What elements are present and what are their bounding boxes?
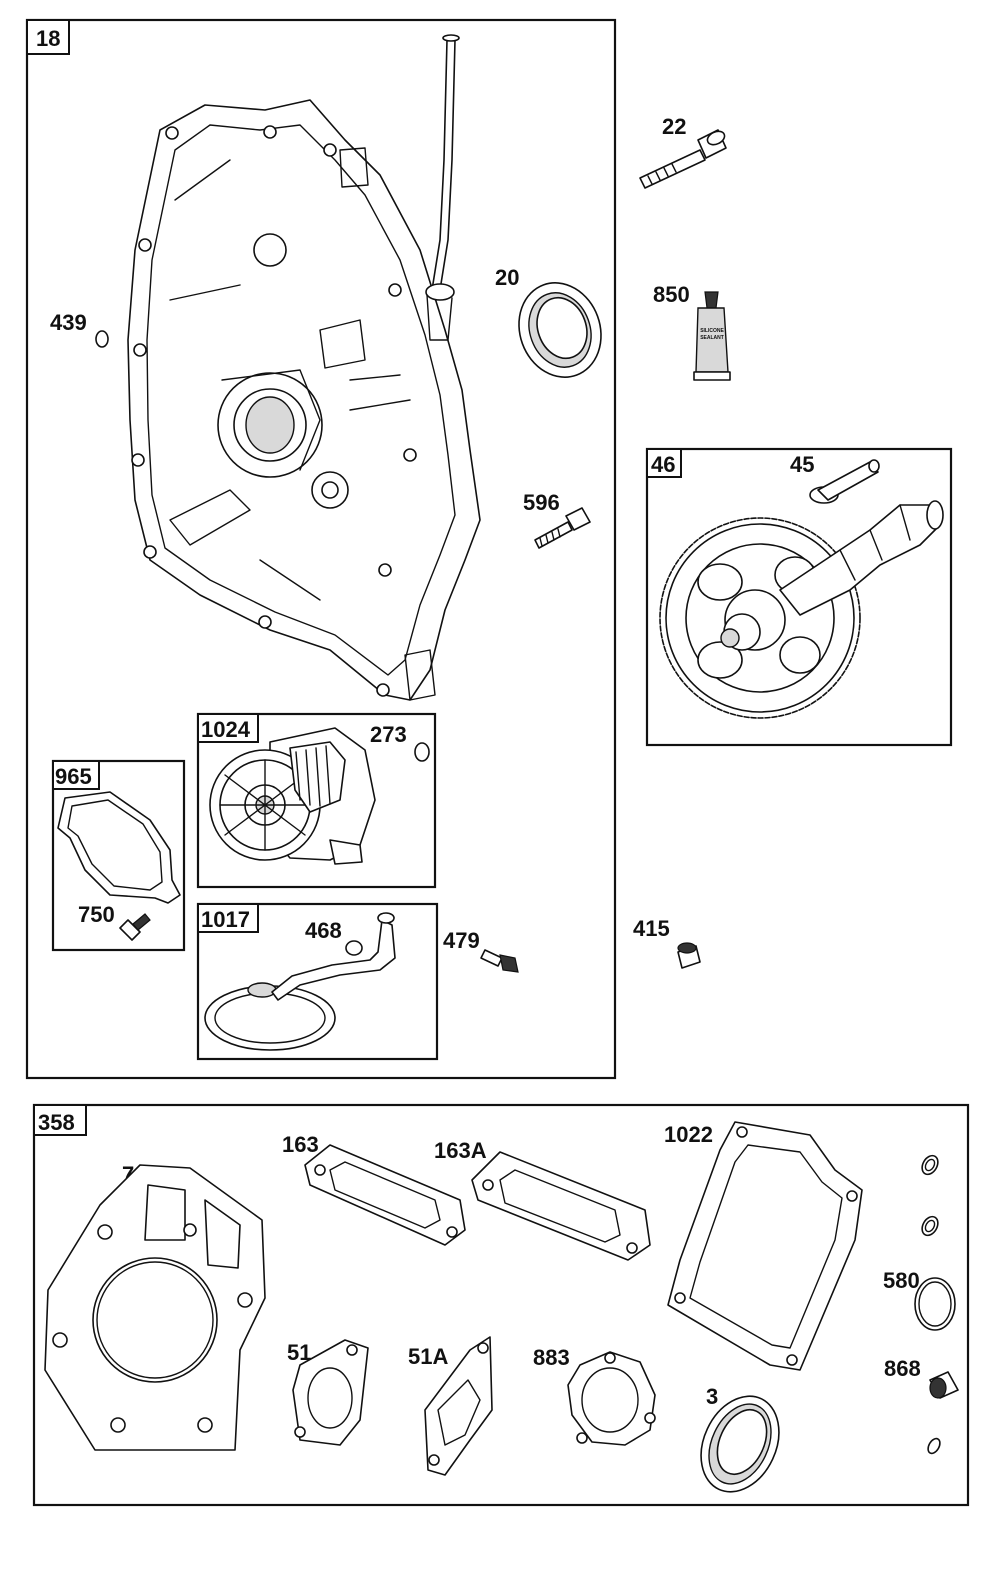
- label-3: 3: [706, 1384, 718, 1409]
- group-965-label: 965: [55, 764, 92, 789]
- part-51A-gasket: [424, 1336, 493, 1476]
- part-163A-gasket: [471, 1151, 651, 1261]
- part-7-head-gasket: [44, 1164, 266, 1451]
- label-163: 163: [282, 1132, 319, 1157]
- sealant-text-2: SEALANT: [700, 335, 724, 341]
- part-965-gasket: [57, 791, 181, 904]
- group-18-tag: [26, 19, 70, 55]
- part-273-oring: [414, 742, 430, 762]
- group-46-label: 46: [651, 452, 675, 477]
- group-18-frame: [25, 18, 617, 1080]
- label-479: 479: [443, 928, 480, 953]
- label-45: 45: [790, 452, 814, 477]
- part-479-bolt: [480, 949, 519, 973]
- part-468-oring: [345, 940, 363, 956]
- part-580-oring: [914, 1277, 956, 1331]
- label-415: 415: [633, 916, 670, 941]
- group-1017-frame: [196, 902, 439, 1061]
- part-163-gasket: [304, 1144, 466, 1246]
- label-163A: 163A: [434, 1138, 487, 1163]
- part-868-valve-seal: [929, 1371, 959, 1399]
- group-18-label: 18: [36, 26, 60, 51]
- label-273: 273: [370, 722, 407, 747]
- group-358-label: 358: [38, 1110, 75, 1135]
- part-20-oil-seal: [518, 282, 602, 378]
- part-51-gasket: [292, 1339, 369, 1446]
- group-358-frame: [32, 1103, 970, 1507]
- part-596-bolt: [534, 507, 591, 549]
- group-1017-label: 1017: [201, 907, 250, 932]
- group-1024-label: 1024: [201, 717, 251, 742]
- label-51A: 51A: [408, 1344, 448, 1369]
- part-1022-gasket: [667, 1121, 863, 1371]
- label-850: 850: [653, 282, 690, 307]
- label-750: 750: [78, 902, 115, 927]
- part-750-bolt: [119, 913, 151, 941]
- part-883-gasket: [567, 1351, 656, 1446]
- group-965-frame: [51, 759, 186, 952]
- label-580: 580: [883, 1268, 920, 1293]
- part-415-plug: [677, 942, 701, 969]
- sealant-text-1: SILICONE: [700, 328, 724, 334]
- part-3-oil-seal: [700, 1395, 780, 1493]
- part-1017-oil-pickup: [204, 912, 396, 1051]
- part-45-pin: [809, 459, 880, 504]
- group-46-tag: [646, 448, 682, 478]
- group-1024-frame: [196, 712, 437, 889]
- label-596: 596: [523, 490, 560, 515]
- label-1022: 1022: [664, 1122, 713, 1147]
- group-1024-tag: [197, 713, 259, 743]
- part-439-oring: [95, 330, 109, 348]
- group-358-tag: [33, 1104, 87, 1136]
- label-868: 868: [884, 1356, 921, 1381]
- crankcase-cover-drawing: [127, 34, 481, 701]
- label-439: 439: [50, 310, 87, 335]
- group-46-frame: [645, 447, 953, 747]
- part-1024-oil-pump: [209, 727, 376, 865]
- part-22-bolt: [639, 129, 727, 189]
- part-850-sealant-tube: SILICONE SEALANT: [693, 291, 731, 381]
- part-46-camshaft: [659, 500, 944, 719]
- label-883: 883: [533, 1345, 570, 1370]
- label-20: 20: [495, 265, 519, 290]
- label-468: 468: [305, 918, 342, 943]
- group-965-tag: [52, 760, 100, 790]
- label-22: 22: [662, 114, 686, 139]
- part-small-orings: [921, 1154, 941, 1455]
- group-1017-tag: [197, 903, 259, 933]
